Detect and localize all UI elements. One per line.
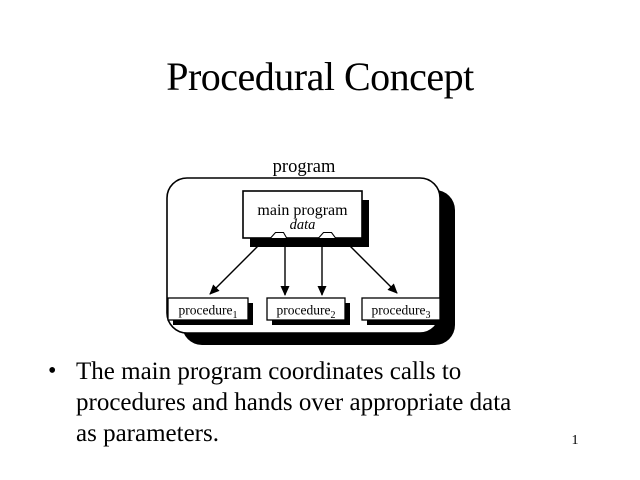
call-arrows — [209, 242, 398, 296]
bullet-line: The main program coordinates calls to — [76, 358, 462, 385]
program-structure-diagram: program main program data procedure1 — [166, 157, 455, 345]
bullet-item: • The main program coordinates calls to … — [48, 356, 596, 449]
arrow-to-procedure-1 — [209, 245, 259, 295]
bullet-line: as parameters. — [76, 420, 219, 447]
procedure-3-node: procedure3 — [361, 297, 445, 325]
procedure-2-box — [266, 297, 346, 321]
bullet-icon: • — [48, 358, 57, 384]
procedure-1-label: procedure1 — [179, 303, 238, 322]
parameter-notch-left — [268, 231, 288, 240]
procedure-2-subscript: 2 — [330, 310, 335, 321]
procedure-2-label: procedure2 — [277, 303, 336, 322]
procedure-1-box — [167, 297, 249, 321]
bullet-text: The main program coordinates calls to pr… — [76, 356, 596, 449]
bullet-line: procedures and hands over appropriate da… — [76, 389, 512, 416]
main-program-box — [242, 190, 363, 239]
program-label: program — [273, 157, 336, 177]
data-label: data — [290, 217, 316, 233]
main-program-label: main program — [257, 202, 348, 219]
program-container-box — [166, 177, 441, 334]
parameter-notch-right — [316, 231, 338, 240]
page-number: 1 — [571, 433, 579, 448]
slide-title: Procedural Concept — [166, 54, 474, 99]
arrow-to-procedure-3 — [349, 245, 398, 294]
procedure-1-subscript: 1 — [232, 310, 237, 321]
procedure-2-node: procedure2 — [266, 297, 350, 325]
procedure-3-box — [361, 297, 441, 321]
procedure-3-label: procedure3 — [372, 303, 431, 322]
procedure-3-subscript: 3 — [425, 310, 430, 321]
bullet-list: • The main program coordinates calls to … — [48, 356, 596, 449]
procedure-1-node: procedure1 — [167, 297, 253, 325]
